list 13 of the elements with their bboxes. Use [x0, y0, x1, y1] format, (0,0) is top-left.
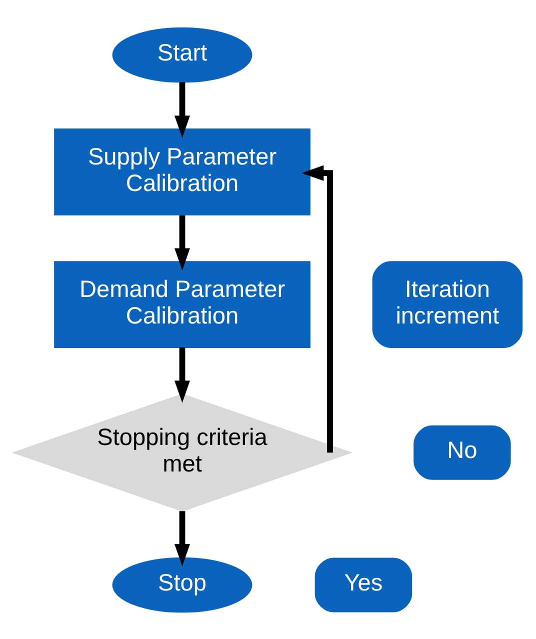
node-box: Demand Parameter Calibration	[54, 260, 310, 348]
arrow	[174, 346, 190, 402]
node-diamond: Stopping criteria met	[12, 393, 353, 512]
arrow	[174, 214, 190, 270]
node-box: Yes	[314, 557, 412, 612]
arrow	[302, 164, 333, 452]
node-ellipse: Start	[112, 26, 252, 82]
node-ellipse: Stop	[112, 556, 252, 612]
node-box: Iteration increment	[372, 260, 523, 348]
node-box: Supply Parameter Calibration	[54, 128, 310, 215]
arrow	[174, 510, 190, 566]
node-box: No	[414, 424, 511, 480]
arrow	[174, 82, 190, 138]
